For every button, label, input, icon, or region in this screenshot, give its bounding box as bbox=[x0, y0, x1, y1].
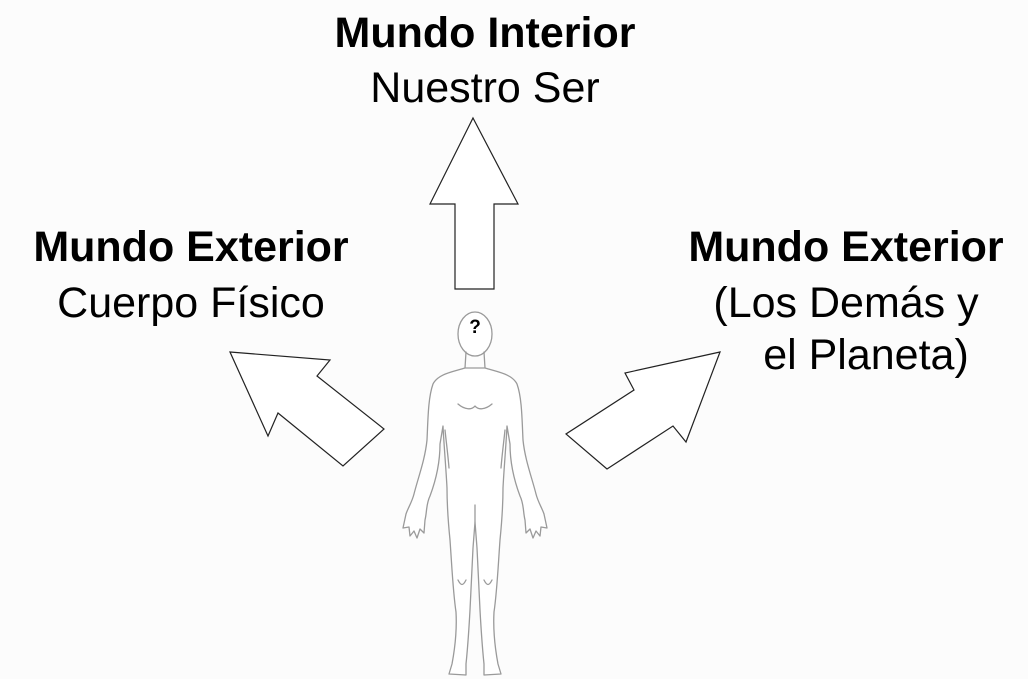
outer-world-body-title: Mundo Exterior bbox=[33, 223, 349, 271]
label-inner-world: Mundo Interior Nuestro Ser bbox=[300, 12, 670, 110]
outer-world-body-subtitle: Cuerpo Físico bbox=[57, 279, 325, 327]
arrow-up bbox=[429, 116, 519, 290]
human-figure bbox=[402, 311, 548, 676]
head-question-mark: ? bbox=[469, 317, 481, 338]
outer-world-others-line1: (Los Demás y bbox=[713, 279, 979, 327]
outer-world-others-title: Mundo Exterior bbox=[688, 223, 1004, 271]
arrow-up-left bbox=[229, 351, 385, 467]
arrow-up-right bbox=[564, 351, 721, 470]
label-outer-world-body: Mundo Exterior Cuerpo Físico bbox=[6, 226, 376, 325]
label-outer-world-others: Mundo Exterior (Los Demás y el Planeta) bbox=[660, 226, 1028, 377]
inner-world-title: Mundo Interior bbox=[334, 9, 636, 57]
outer-world-others-line2: el Planeta) bbox=[763, 331, 969, 379]
inner-world-subtitle: Nuestro Ser bbox=[370, 64, 600, 112]
